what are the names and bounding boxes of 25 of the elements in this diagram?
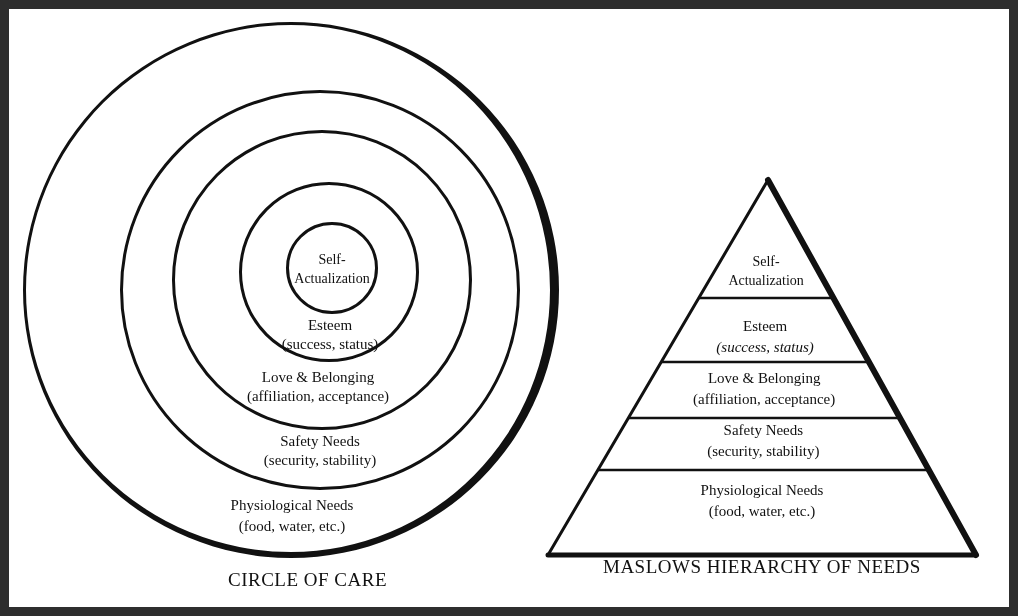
ring	[239, 182, 419, 362]
diagram-caption: MASLOWS HIERARCHY OF NEEDS	[603, 555, 922, 579]
level-title: Love & Belonging	[706, 369, 822, 388]
ring	[120, 90, 520, 490]
level-title: Esteem	[742, 317, 789, 336]
level-description: (success, status)	[280, 335, 380, 354]
level-description: (security, stability)	[706, 442, 821, 461]
level-description: (food, water, etc.)	[237, 517, 347, 536]
level-description: (success, status)	[715, 338, 815, 357]
level-title: Physiological Needs	[699, 481, 825, 500]
level-title: Love & Belonging	[260, 368, 376, 387]
ring	[23, 22, 559, 558]
level-description: (food, water, etc.)	[707, 502, 817, 521]
level-title: Self-Actualization	[727, 253, 805, 290]
ring	[286, 222, 378, 314]
level-title: Physiological Needs	[229, 496, 355, 515]
level-description: (affiliation, acceptance)	[245, 387, 391, 406]
level-title: Safety Needs	[722, 421, 805, 440]
ring	[172, 130, 472, 430]
level-title: Self-Actualization	[293, 251, 371, 288]
level-description: (affiliation, acceptance)	[692, 390, 837, 409]
level-title: Safety Needs	[279, 432, 361, 451]
level-title: Esteem	[306, 316, 354, 335]
diagram-caption: CIRCLE OF CARE	[228, 568, 389, 592]
level-description: (security, stability)	[262, 451, 378, 470]
